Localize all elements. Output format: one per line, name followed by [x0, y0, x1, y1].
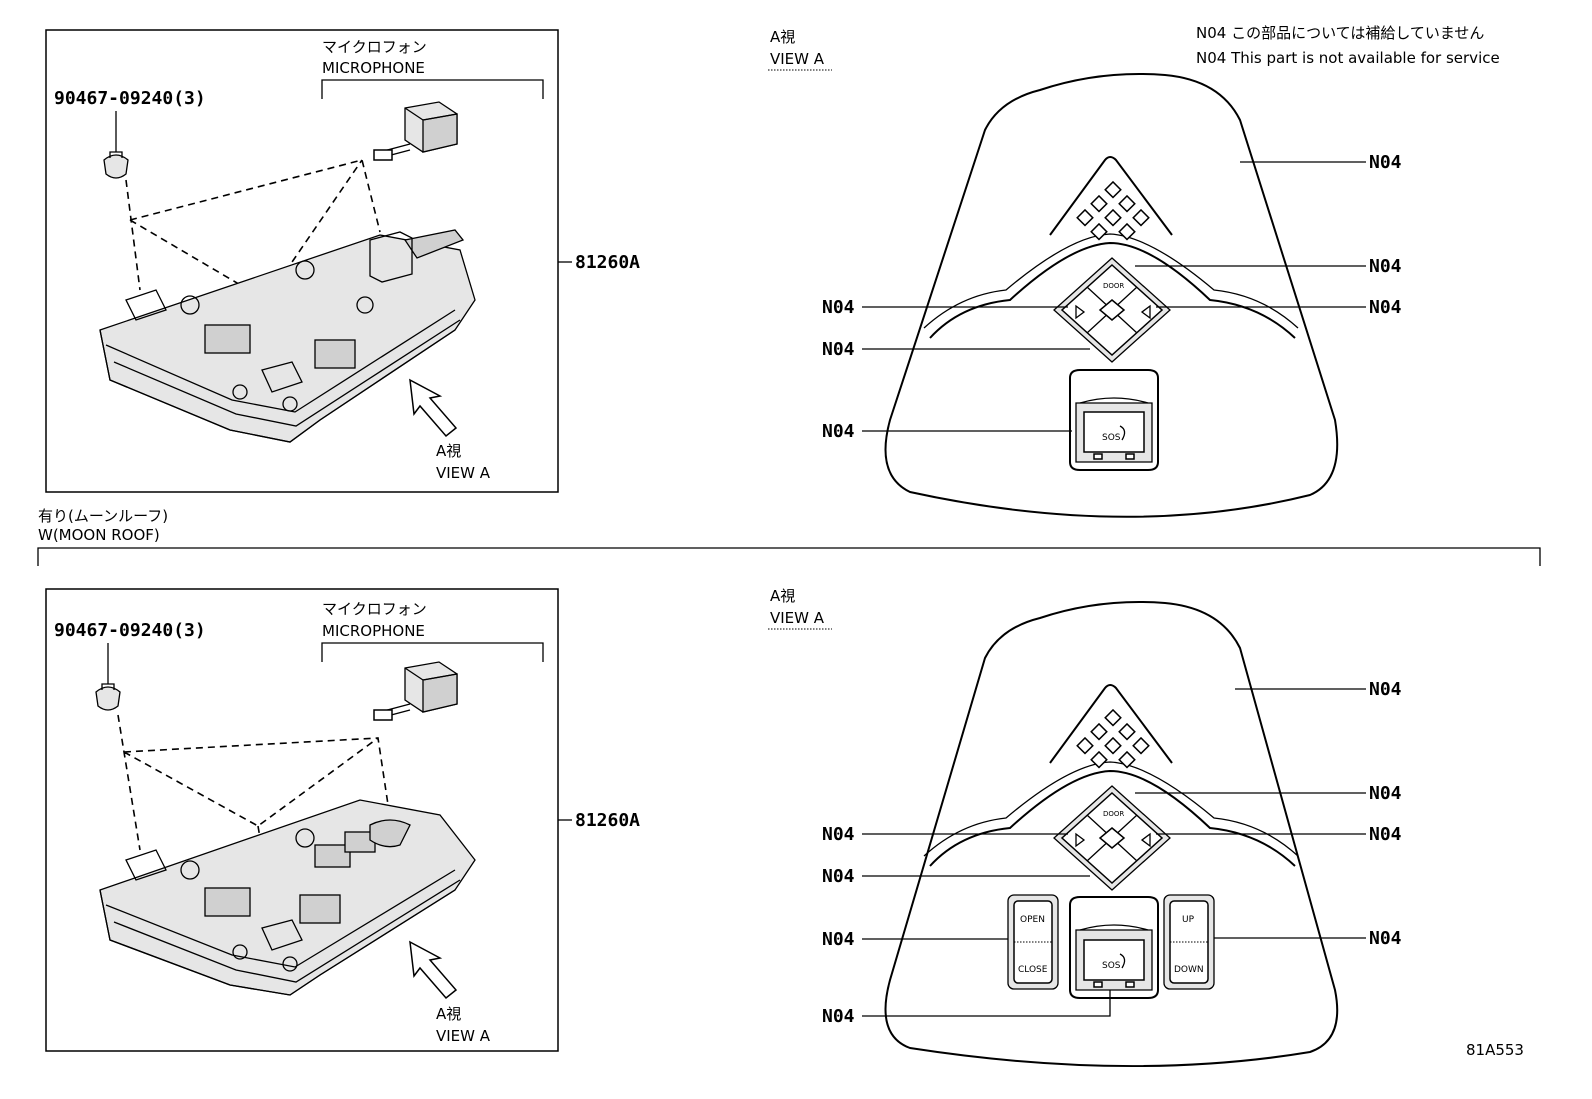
top-sos-label: SOS — [1102, 433, 1121, 443]
bottom-callout-switch-base[interactable]: N04 — [822, 866, 855, 887]
bottom-section: マイクロフォン MICROPHONE 90467-09240(3) — [45, 587, 1402, 1068]
bottom-view-arrow — [409, 940, 458, 1000]
open-label: OPEN — [1020, 915, 1045, 925]
bottom-sos-phone-icon — [1119, 953, 1126, 969]
bottom-map-lamp-grid — [1076, 708, 1150, 769]
top-callout-right-lamp-switch[interactable]: N04 — [1369, 297, 1402, 318]
moon-roof-label-en: W(MOON ROOF) — [38, 526, 160, 544]
top-view-title-en: VIEW A — [770, 50, 825, 68]
top-callout-sos-button[interactable]: N04 — [822, 421, 855, 442]
top-fastener-part-number[interactable]: 90467-09240(3) — [54, 88, 206, 109]
bottom-assembly-part-number[interactable]: 81260A — [575, 810, 640, 831]
top-sos-block[interactable]: SOS — [1069, 369, 1159, 471]
top-arrow-label-en: VIEW A — [436, 464, 491, 482]
up-label: UP — [1182, 915, 1195, 925]
bottom-clip-icon — [95, 683, 121, 711]
bottom-callouts: N04 N04 N04 N04 N04 N04 N04 N04 — [822, 679, 1402, 1027]
bottom-callout-left-lamp-switch[interactable]: N04 — [822, 824, 855, 845]
bottom-arrow-label-jp: A視 — [436, 1005, 461, 1023]
bottom-fastener-part-number[interactable]: 90467-09240(3) — [54, 620, 206, 641]
top-diamond-switch[interactable]: DOOR — [1053, 257, 1171, 363]
top-callout-switch-base[interactable]: N04 — [822, 339, 855, 360]
bottom-right-lamp-icon — [1140, 832, 1151, 848]
top-clip-icon — [103, 151, 129, 179]
bottom-moonroof-open-close-switch[interactable]: OPEN CLOSE — [1007, 894, 1059, 990]
top-sos-phone-icon — [1119, 425, 1126, 441]
top-view-arrow — [409, 378, 458, 438]
top-microphone-label-en: MICROPHONE — [322, 59, 425, 77]
top-callout-left-lamp-switch[interactable]: N04 — [822, 297, 855, 318]
top-microphone-icon — [373, 101, 458, 161]
top-section: マイクロフォン MICROPHONE 90467-09240(3) — [45, 24, 1500, 518]
top-console-housing — [99, 229, 476, 443]
top-assembly-part-number[interactable]: 81260A — [575, 252, 640, 273]
bottom-callout-right-lamp-switch[interactable]: N04 — [1369, 824, 1402, 845]
bottom-microphone-icon — [373, 661, 458, 721]
top-callout-door-switch[interactable]: N04 — [1369, 256, 1402, 277]
bottom-console-housing — [99, 799, 476, 996]
bottom-callout-open-close-switch[interactable]: N04 — [822, 929, 855, 950]
bottom-assembly-dashes — [117, 714, 391, 911]
bottom-callout-outer-housing[interactable]: N04 — [1369, 679, 1402, 700]
down-label: DOWN — [1174, 965, 1204, 975]
service-note-en: N04 This part is not available for servi… — [1196, 49, 1500, 67]
top-door-label: DOOR — [1103, 282, 1124, 290]
bottom-sos-label: SOS — [1102, 961, 1121, 971]
bottom-left-lamp-icon — [1075, 832, 1086, 848]
bottom-microphone-bracket — [321, 642, 544, 662]
bottom-callout-up-down-switch[interactable]: N04 — [1369, 928, 1402, 949]
top-right-lamp-icon — [1140, 304, 1151, 320]
diagram-id: 81A553 — [1466, 1041, 1524, 1059]
moon-roof-divider: 有り(ムーンルーフ) W(MOON ROOF) — [37, 507, 1541, 566]
top-arrow-label-jp: A視 — [436, 442, 461, 460]
bottom-door-label: DOOR — [1103, 810, 1124, 818]
top-callouts: N04 N04 N04 N04 N04 N04 — [822, 152, 1402, 442]
bottom-diamond-switch[interactable]: DOOR — [1053, 785, 1171, 891]
top-microphone-label-jp: マイクロフォン — [322, 38, 427, 56]
bottom-microphone-label-en: MICROPHONE — [322, 622, 425, 640]
top-console-front: DOOR SOS — [884, 73, 1339, 518]
moon-roof-label-jp: 有り(ムーンルーフ) — [38, 507, 168, 525]
service-note-jp: N04 この部品については補給していません — [1196, 24, 1484, 42]
bottom-microphone-label-jp: マイクロフォン — [322, 600, 427, 618]
top-callout-outer-housing[interactable]: N04 — [1369, 152, 1402, 173]
bottom-sos-block[interactable]: SOS — [1069, 896, 1159, 999]
close-label: CLOSE — [1018, 965, 1048, 975]
top-left-frame — [45, 29, 559, 493]
bottom-arrow-label-en: VIEW A — [436, 1027, 491, 1045]
top-microphone-bracket — [321, 79, 544, 99]
top-assembly-dashes — [125, 159, 381, 371]
top-view-title-jp: A視 — [770, 28, 795, 46]
bottom-callout-door-switch[interactable]: N04 — [1369, 783, 1402, 804]
top-map-lamp-grid — [1076, 180, 1150, 241]
bottom-moonroof-up-down-switch[interactable]: UP DOWN — [1163, 894, 1215, 990]
bottom-view-title-en: VIEW A — [770, 609, 825, 627]
top-left-lamp-icon — [1075, 304, 1086, 320]
bottom-view-title-jp: A視 — [770, 587, 795, 605]
bottom-callout-sos-button[interactable]: N04 — [822, 1006, 855, 1027]
bottom-console-front: DOOR OPEN CLOSE SOS — [884, 601, 1339, 1068]
